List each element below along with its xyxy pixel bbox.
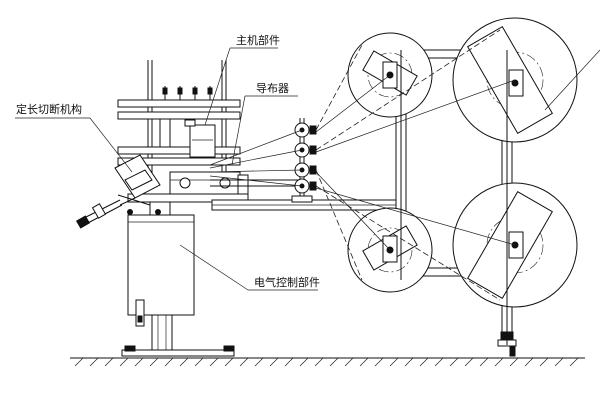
label-main-unit: 主机部件 [236, 33, 280, 47]
leader-lines [15, 47, 318, 291]
electrical-cabinet [121, 214, 235, 357]
ground [70, 357, 585, 367]
cut-to-length-mechanism [75, 154, 161, 229]
cloth-guide [209, 118, 317, 203]
cloth-paths [315, 29, 516, 301]
label-cut-to-length: 定长切断机构 [16, 102, 82, 116]
label-electrical-control: 电气控制部件 [254, 275, 320, 289]
label-cloth-guide: 导布器 [256, 82, 289, 95]
edge-leader [544, 49, 600, 111]
